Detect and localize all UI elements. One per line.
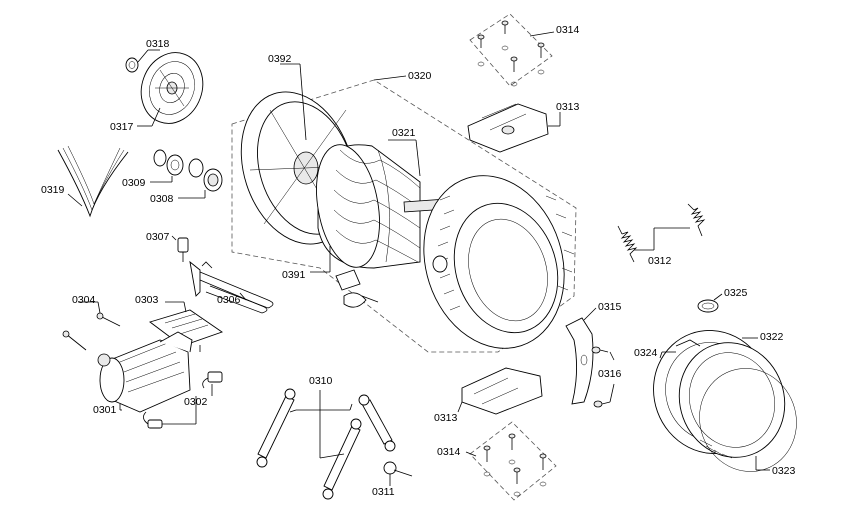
bottom-counterweight-part[interactable] <box>461 367 543 415</box>
heating-element-part[interactable] <box>189 260 274 314</box>
motor-screw-part[interactable] <box>62 312 121 351</box>
bottom-screw-set-part[interactable] <box>483 433 547 497</box>
bottom-screw-group-outline <box>469 421 557 501</box>
label-0314-bottom: 0314 <box>437 446 461 458</box>
support-screw-part[interactable] <box>591 346 611 408</box>
label-0310: 0310 <box>309 375 333 387</box>
tub-assembly-outline <box>231 79 577 353</box>
label-0302: 0302 <box>184 396 208 408</box>
drive-belt-part[interactable] <box>57 145 129 218</box>
label-0309: 0309 <box>122 177 146 189</box>
label-0306: 0306 <box>217 294 241 306</box>
carbon-brush-part[interactable] <box>143 371 223 429</box>
label-0323: 0323 <box>772 465 796 477</box>
label-0392: 0392 <box>268 53 292 65</box>
label-0307: 0307 <box>146 231 170 243</box>
label-0304: 0304 <box>72 294 96 306</box>
tub-spring-part[interactable] <box>617 203 706 263</box>
tub-support-part[interactable] <box>565 317 594 405</box>
label-0324: 0324 <box>634 347 658 359</box>
shock-absorber-part[interactable] <box>256 388 396 500</box>
label-0317: 0317 <box>110 121 134 133</box>
label-0319: 0319 <box>41 184 65 196</box>
label-0322: 0322 <box>760 331 784 343</box>
label-0316: 0316 <box>598 368 622 380</box>
hose-clip-part[interactable] <box>697 299 719 313</box>
front-tub-part[interactable] <box>402 157 586 366</box>
label-0391: 0391 <box>282 269 306 281</box>
label-0311: 0311 <box>372 486 395 498</box>
bearing-seal-part[interactable] <box>153 149 204 178</box>
shock-bolt-part[interactable] <box>383 461 413 477</box>
drum-part[interactable] <box>308 140 461 273</box>
top-screw-group-outline <box>469 13 553 87</box>
top-screw-set-part[interactable] <box>477 20 545 87</box>
label-0308: 0308 <box>150 193 174 205</box>
clamp-ring-part[interactable] <box>685 355 811 486</box>
pulley-nut-part[interactable] <box>125 57 139 73</box>
pulley-part[interactable] <box>131 44 212 132</box>
drum-cross-part[interactable] <box>335 269 379 308</box>
label-0313-bottom: 0313 <box>434 412 458 424</box>
label-0325: 0325 <box>724 287 748 299</box>
motor-part[interactable] <box>97 331 193 413</box>
top-counterweight-part[interactable] <box>467 103 549 153</box>
label-0313-top: 0313 <box>556 101 580 113</box>
label-0320: 0320 <box>408 70 432 82</box>
temperature-sensor-part[interactable] <box>177 237 189 262</box>
label-0301: 0301 <box>93 404 117 416</box>
bearing-part[interactable] <box>203 168 223 192</box>
label-0321: 0321 <box>392 127 416 139</box>
label-0318: 0318 <box>146 38 170 50</box>
label-0312: 0312 <box>648 255 672 267</box>
label-0303: 0303 <box>135 294 159 306</box>
label-0315: 0315 <box>598 301 622 313</box>
label-0314-top: 0314 <box>556 24 580 36</box>
